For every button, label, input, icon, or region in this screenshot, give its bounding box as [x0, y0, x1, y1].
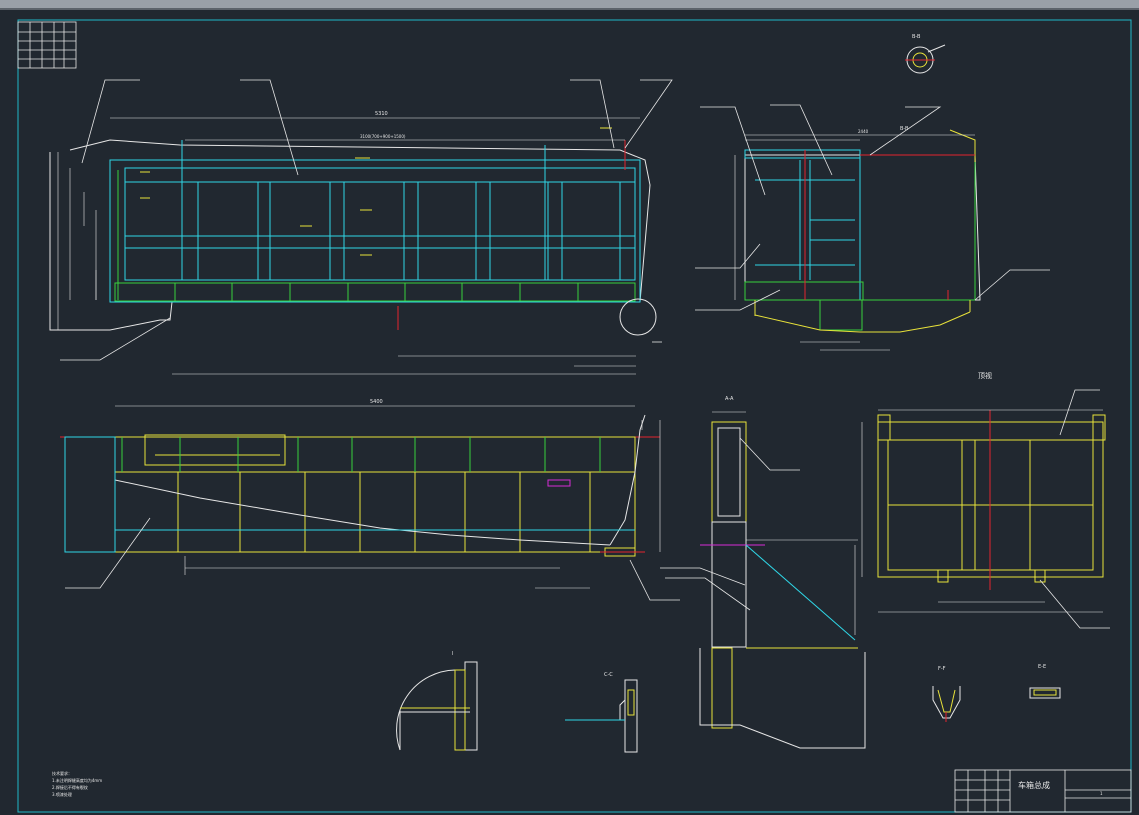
- right-view-label: 顶视: [978, 371, 992, 380]
- section-f-label: F-F: [938, 666, 946, 672]
- revision-table: [17, 21, 77, 69]
- section-c-view: [565, 679, 638, 753]
- detail-i-label: I: [452, 651, 453, 657]
- title-block: [954, 769, 1132, 813]
- section-f-view: [932, 686, 961, 722]
- window-top-bar: [0, 0, 1139, 8]
- side-view-dim-note: 3100(700+900+1500): [360, 134, 406, 139]
- window-top-bar-shadow: [0, 8, 1139, 10]
- side-view-dim-overall: 5310: [375, 111, 388, 117]
- section-a-view: [660, 411, 866, 749]
- bottom-view: [60, 405, 680, 601]
- note-line-3: 2.焊接后不得有裂纹: [52, 784, 88, 790]
- section-b-top-label: B-B: [912, 34, 921, 40]
- right-view-dim-top: 2440: [858, 129, 869, 134]
- side-view: [49, 79, 673, 375]
- note-line-2: 1.未注明焊缝高度均为4mm: [52, 777, 102, 783]
- title-block-sheet: 1: [1100, 791, 1103, 796]
- drawing-frame: [17, 19, 1132, 813]
- bottom-view-dim-overall: 5400: [370, 399, 383, 405]
- section-b-circle: [905, 44, 946, 74]
- top-view: [861, 389, 1110, 629]
- note-line-1: 技术要求：: [52, 770, 72, 776]
- note-line-4: 3.喷漆处理: [52, 791, 72, 797]
- section-a-label: A-A: [725, 396, 734, 402]
- section-c-label: C-C: [604, 672, 613, 678]
- title-block-title: 车箱总成: [1018, 780, 1050, 790]
- section-b-label: B-B: [900, 126, 909, 132]
- detail-i-view: [396, 661, 478, 751]
- section-e-view: [1029, 687, 1061, 699]
- section-b-view: [695, 104, 1050, 351]
- section-e-label: E-E: [1038, 664, 1046, 670]
